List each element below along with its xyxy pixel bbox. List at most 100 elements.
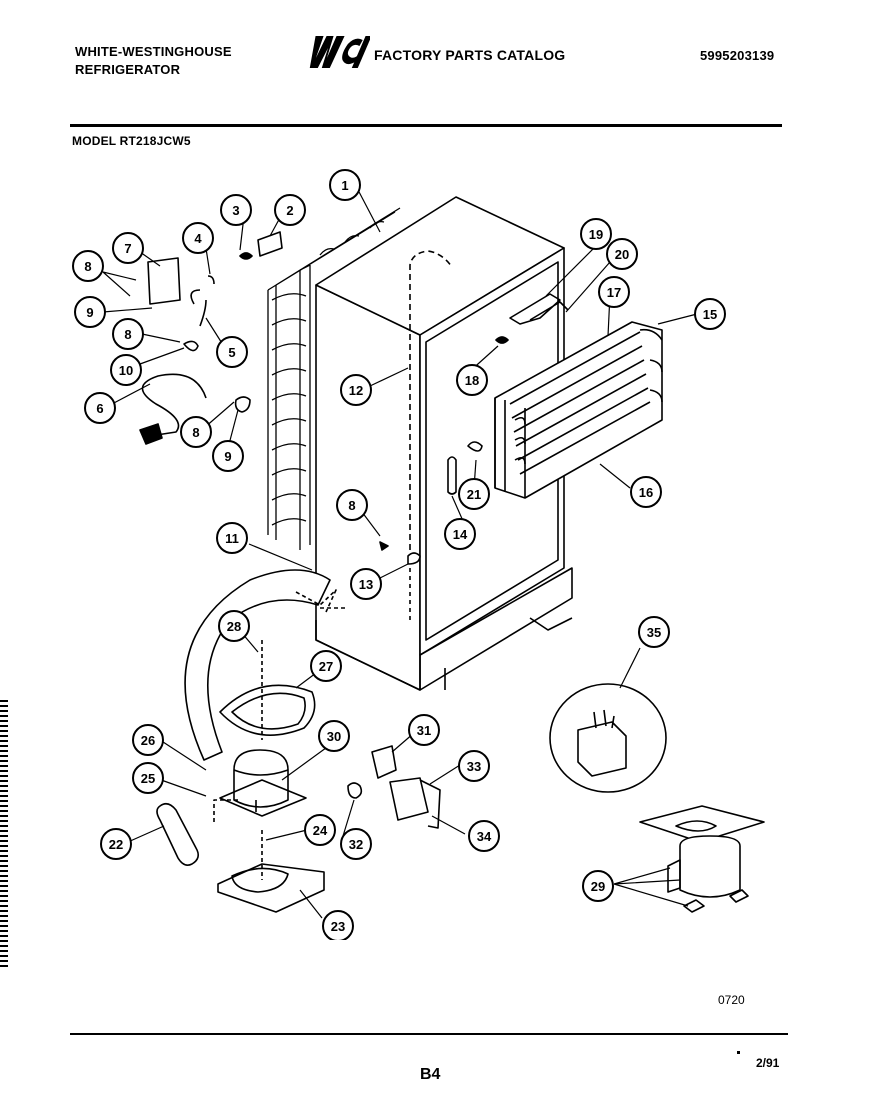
callout-label: 8 [124,327,131,342]
callout-circle [694,298,726,330]
fan-motor-assembly [639,805,765,913]
wci-logo [309,36,370,68]
callout-label: 25 [141,771,155,786]
callout-label: 30 [327,729,341,744]
drip-pan [219,684,316,736]
callout-circle [598,276,630,308]
compressor [219,749,307,817]
callout-circle [274,194,306,226]
callout-circle [112,232,144,264]
callout-circle [182,222,214,254]
brand-line-1: WHITE-WESTINGHOUSE [75,44,232,59]
callout-circle [340,828,372,860]
model-number: MODEL RT218JCW5 [72,134,191,148]
exploded-parts-diagram: 1234567888899101112131415161718192021222… [72,169,765,940]
callout-label: 26 [141,733,155,748]
callout-label: 24 [313,823,328,838]
callout-circle [84,392,116,424]
callout-label: 19 [589,227,603,242]
callout-group: 1234567888899101112131415161718192021222… [72,169,726,940]
callout-label: 3 [232,203,239,218]
callout-circle [350,568,382,600]
callout-label: 9 [86,305,93,320]
bracket [509,293,569,325]
callout-label: 14 [453,527,468,542]
part-number: 5995203139 [700,48,775,63]
callout-label: 11 [225,531,239,546]
scan-edge-marks [0,700,8,970]
callout-label: 21 [467,487,481,502]
callout-circle [216,336,248,368]
callout-label: 1 [341,178,348,193]
callout-circle [318,720,350,752]
base-plate [217,830,325,913]
callout-circle [132,724,164,756]
callout-label: 8 [348,498,355,513]
callout-label: 32 [349,837,363,852]
callout-circle [336,489,368,521]
callout-label: 9 [224,449,231,464]
brand-line-2: REFRIGERATOR [75,62,181,77]
callout-circle [304,814,336,846]
callout-label: 15 [703,307,717,322]
callout-circle [112,318,144,350]
mount-bracket [147,257,181,305]
page-number: B4 [420,1066,441,1083]
header-rule [70,124,782,127]
callout-label: 8 [84,259,91,274]
callout-label: 22 [109,837,123,852]
callout-label: 2 [286,203,293,218]
callout-circle [458,750,490,782]
callout-circle [218,610,250,642]
callout-label: 20 [615,247,629,262]
callout-label: 4 [194,231,202,246]
callout-label: 16 [639,485,653,500]
callout-circle [329,169,361,201]
callout-label: 34 [477,829,492,844]
callout-circle [74,296,106,328]
callout-label: 31 [417,723,431,738]
revision-date: 2/91 [756,1056,780,1070]
callout-circle [180,416,212,448]
callout-circle [110,354,142,386]
callout-circle [638,616,670,648]
callout-circle [580,218,612,250]
callout-label: 27 [319,659,333,674]
callout-label: 12 [349,383,363,398]
callout-circle [458,478,490,510]
callout-circle [216,522,248,554]
callout-circle [606,238,638,270]
callout-circle [340,374,372,406]
callout-label: 5 [228,345,235,360]
callout-circle [132,762,164,794]
callout-label: 8 [192,425,199,440]
callout-circle [582,870,614,902]
capacitor [389,777,429,821]
callout-label: 6 [96,401,103,416]
evaporator [494,321,663,499]
figure-code: 0720 [718,993,745,1007]
callout-circle [408,714,440,746]
callout-circle [456,364,488,396]
callout-circle [468,820,500,852]
fan-motor-detail [549,683,667,793]
callout-label: 13 [359,577,373,592]
callout-circle [630,476,662,508]
callout-circle [212,440,244,472]
relay [371,745,397,779]
grommet [347,782,363,799]
callout-label: 29 [591,879,605,894]
callout-label: 28 [227,619,241,634]
footer-dot [737,1051,740,1054]
callout-label: 10 [119,363,133,378]
callout-label: 17 [607,285,621,300]
callout-label: 7 [124,241,131,256]
callout-circle [100,828,132,860]
condenser-coil [267,207,401,550]
callout-circle [322,910,354,940]
callout-circle [444,518,476,550]
catalog-title: FACTORY PARTS CATALOG [374,47,566,63]
callout-circle [220,194,252,226]
callout-circle [310,650,342,682]
callout-label: 33 [467,759,481,774]
